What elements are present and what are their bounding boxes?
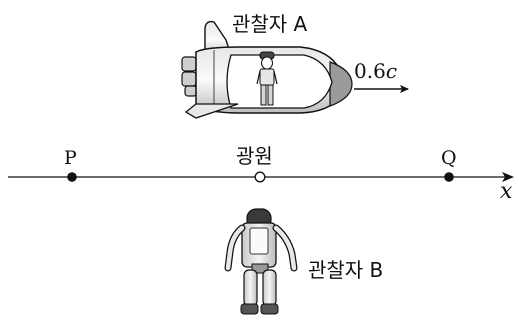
velocity-coef: 0.6	[354, 59, 386, 83]
point-q-marker	[444, 172, 454, 182]
ship-nose	[329, 61, 353, 107]
light-source-marker	[254, 171, 266, 183]
point-p-label: P	[64, 147, 77, 169]
astronaut	[224, 208, 298, 315]
velocity-arrow	[354, 85, 409, 93]
x-axis-arrowhead	[502, 172, 514, 182]
observer-a-figure	[256, 51, 278, 106]
light-source-label: 광원	[236, 144, 273, 168]
point-q-label: Q	[441, 147, 457, 169]
ship-window	[226, 54, 333, 109]
observer-a-label: 관찰자 A	[232, 12, 308, 36]
x-axis-label: x	[500, 179, 513, 204]
point-p-marker	[67, 172, 77, 182]
observer-b-label: 관찰자 B	[308, 258, 383, 282]
ship-engine-nozzles	[181, 56, 198, 97]
velocity-unit: c	[386, 59, 397, 83]
ship-bottom-fin	[184, 103, 239, 119]
velocity-label: 0.6c	[354, 59, 397, 83]
spaceship	[181, 20, 353, 119]
